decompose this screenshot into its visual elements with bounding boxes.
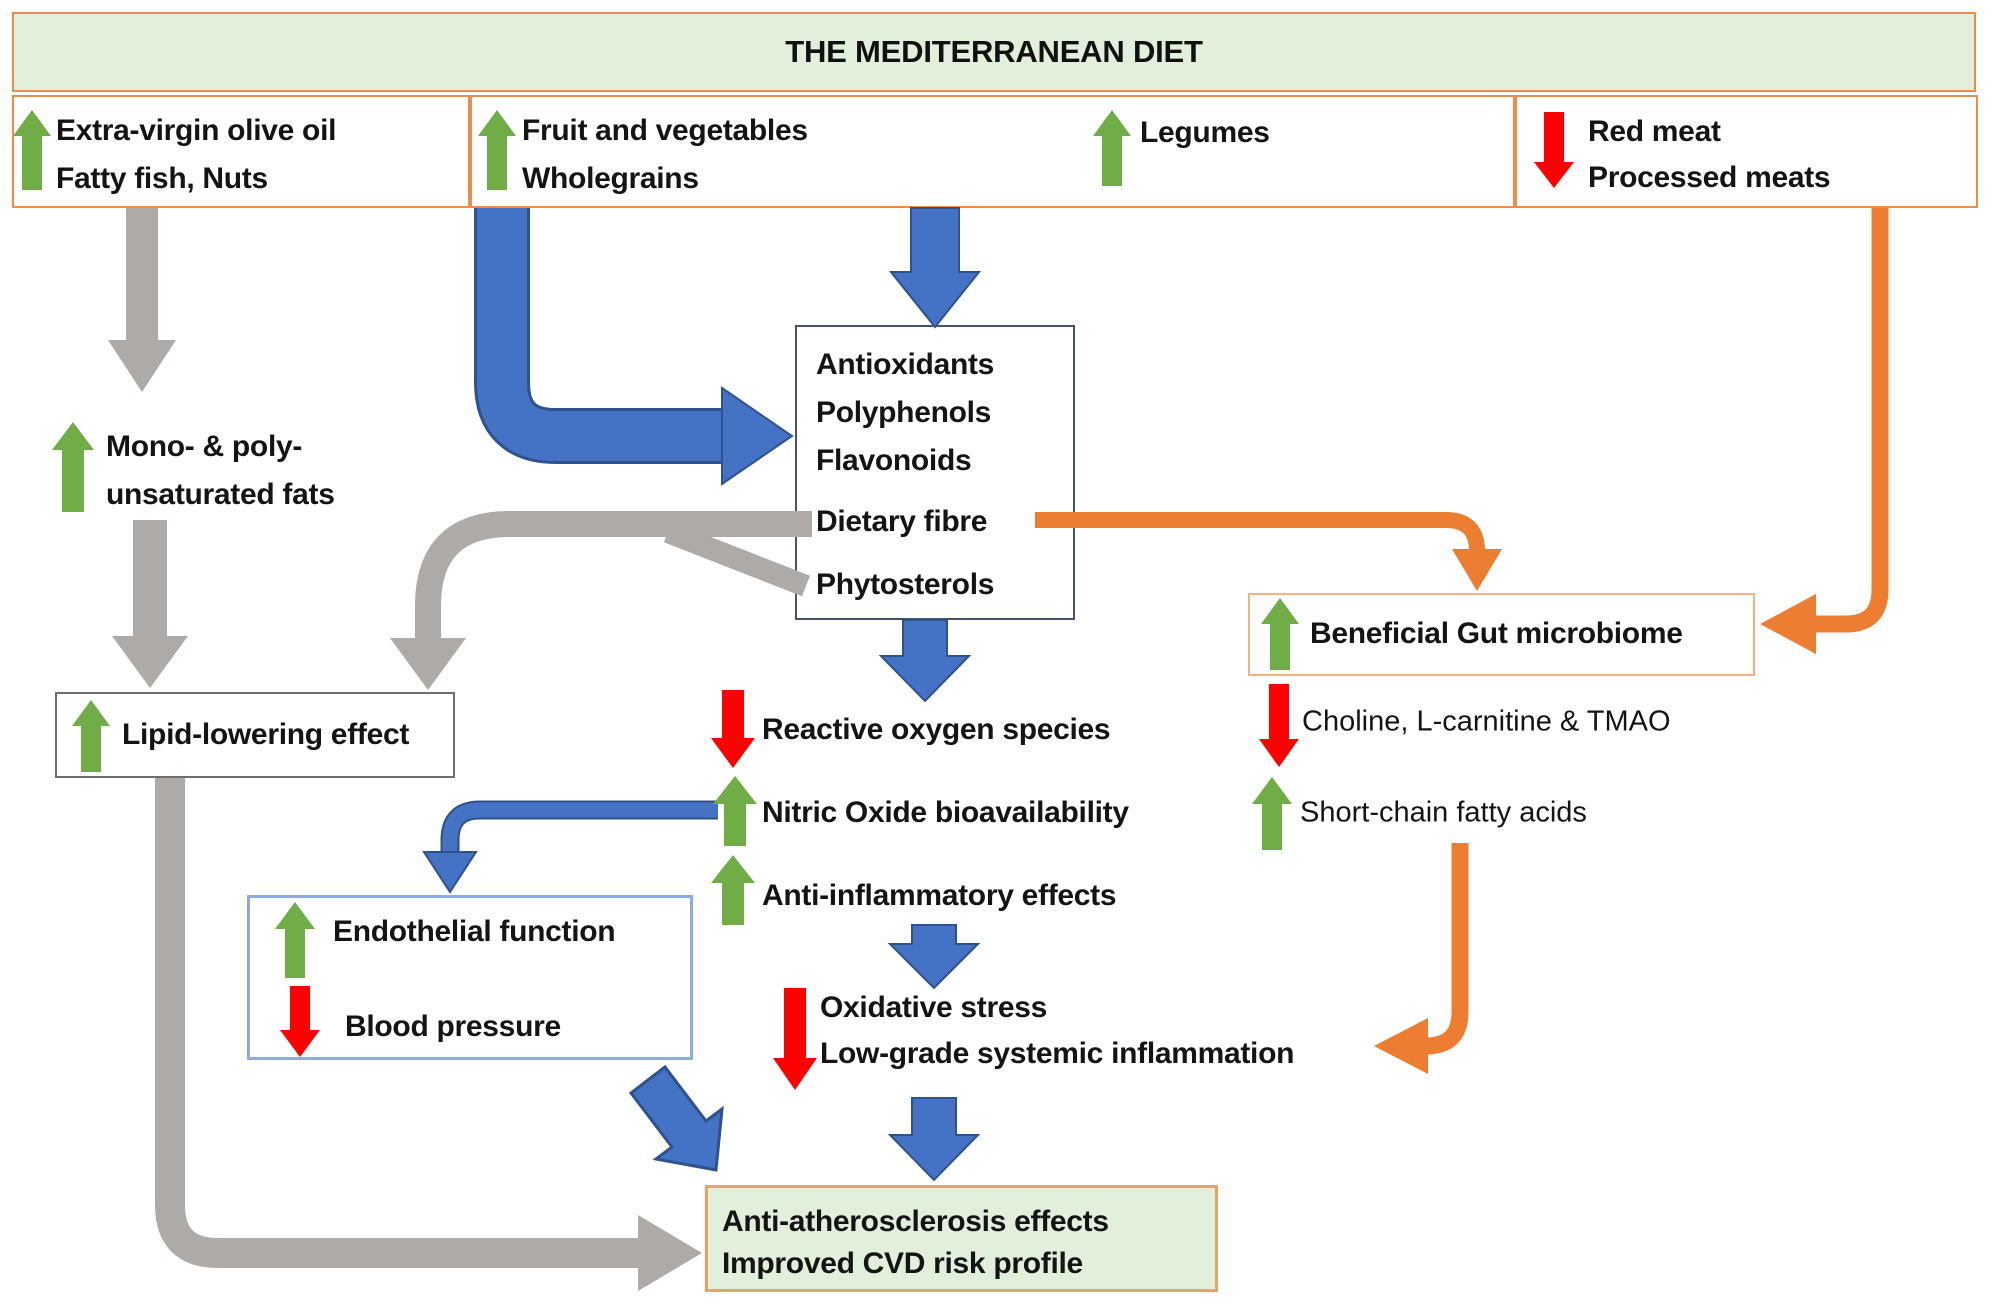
compounds-box (795, 325, 1075, 620)
olive-box-line2: Fatty fish, Nuts (56, 162, 268, 195)
red-meat-box (1515, 95, 1978, 208)
lipid-lowering-label: Lipid-lowering effect (122, 718, 410, 751)
blood-pressure-label: Blood pressure (345, 1010, 561, 1043)
orange-elbow-meat-to-gut (1816, 208, 1889, 633)
gray-elbow-arrowhead (390, 638, 466, 690)
up-arrow-icon (275, 902, 315, 978)
blue-elbow-endothelial-arrowhead (422, 851, 478, 894)
endothelial-box (247, 895, 693, 1060)
compound-phytosterols: Phytosterols (816, 568, 995, 601)
olive-oil-box (12, 95, 470, 208)
up-arrow-icon (13, 110, 51, 190)
oxidative-stress-label: Oxidative stress (820, 991, 1047, 1024)
compound-flavonoids: Flavonoids (816, 444, 972, 477)
plant-box-line1: Fruit and vegetables (522, 114, 808, 147)
blue-arrow-plants-to-compounds (888, 207, 982, 329)
up-arrow-icon (52, 422, 94, 512)
plant-foods-box (470, 95, 1515, 208)
lipid-lowering-box (55, 692, 455, 778)
up-arrow-icon (711, 855, 755, 925)
down-arrow-icon (711, 690, 755, 768)
down-arrow-icon (1259, 684, 1299, 767)
down-arrow-icon (280, 986, 320, 1057)
outcome-line1: Anti-atherosclerosis effects (722, 1205, 1109, 1238)
orange-elbow-fibre-to-gut (1035, 512, 1485, 552)
inflammation-label: Low-grade systemic inflammation (820, 1037, 1295, 1070)
up-arrow-icon (1252, 777, 1292, 850)
up-arrow-icon (1093, 110, 1131, 186)
orange-scfa-arrowhead (1374, 1018, 1428, 1074)
gray-branch-phytosterols (663, 521, 811, 597)
endothelial-function-label: Endothelial function (333, 915, 616, 948)
blue-arrow-endothelial-to-outcome (628, 1064, 724, 1172)
orange-elbow-scfa-to-inflammation (1425, 843, 1469, 1055)
olive-box-line1: Extra-virgin olive oil (56, 114, 337, 147)
compound-antioxidants: Antioxidants (816, 348, 995, 381)
compound-polyphenols: Polyphenols (816, 396, 992, 429)
blue-elbow-nitric-to-endothelial (442, 802, 718, 852)
gray-curve-lipid-to-outcome (155, 778, 638, 1268)
nitric-oxide-label: Nitric Oxide bioavailability (762, 796, 1129, 829)
blue-elbow-oliveoil-to-compounds-outline (474, 208, 722, 464)
fats-line1: Mono- & poly- (106, 430, 303, 463)
orange-meat-arrowhead (1760, 594, 1816, 654)
scfa-label: Short-chain fatty acids (1300, 796, 1587, 829)
blue-arrow-compounds-to-ros (878, 619, 972, 703)
ros-label: Reactive oxygen species (762, 713, 1111, 746)
legumes-label: Legumes (1140, 116, 1270, 149)
compound-dietary-fibre: Dietary fibre (816, 505, 988, 538)
down-arrow-icon (773, 988, 817, 1090)
gut-microbiome-label: Beneficial Gut microbiome (1310, 617, 1683, 650)
up-arrow-icon (72, 700, 110, 772)
meat-box-line1: Red meat (1588, 115, 1721, 148)
outcome-box (705, 1185, 1218, 1292)
title-bar: THE MEDITERRANEAN DIET (12, 12, 1976, 92)
gray-curve-arrowhead (638, 1215, 702, 1291)
up-arrow-icon (713, 776, 757, 846)
up-arrow-icon (1261, 598, 1299, 670)
anti-inflammatory-label: Anti-inflammatory effects (762, 879, 1117, 912)
orange-fibre-arrowhead (1452, 549, 1502, 591)
page-title: THE MEDITERRANEAN DIET (785, 34, 1203, 69)
blue-elbow-oliveoil-to-compounds (477, 208, 722, 461)
plant-box-line2: Wholegrains (522, 162, 699, 195)
up-arrow-icon (478, 110, 516, 190)
blue-elbow-arrowhead (721, 386, 794, 486)
gray-elbow-fibre-to-lipid (415, 511, 812, 640)
blue-arrow-antiinflammatory-to-oxidative (887, 924, 981, 990)
fats-line2: unsaturated fats (106, 478, 335, 511)
down-arrow-icon (1534, 112, 1574, 188)
gray-arrow-fats-to-lipid (112, 520, 188, 688)
meat-box-line2: Processed meats (1588, 161, 1831, 194)
blue-arrow-inflammation-to-outcome (887, 1097, 981, 1182)
gut-microbiome-box (1248, 593, 1755, 676)
outcome-line2: Improved CVD risk profile (722, 1247, 1083, 1280)
choline-tmao-label: Choline, L-carnitine & TMAO (1302, 705, 1671, 738)
gray-arrow-oliveoil-to-fats (108, 208, 176, 392)
